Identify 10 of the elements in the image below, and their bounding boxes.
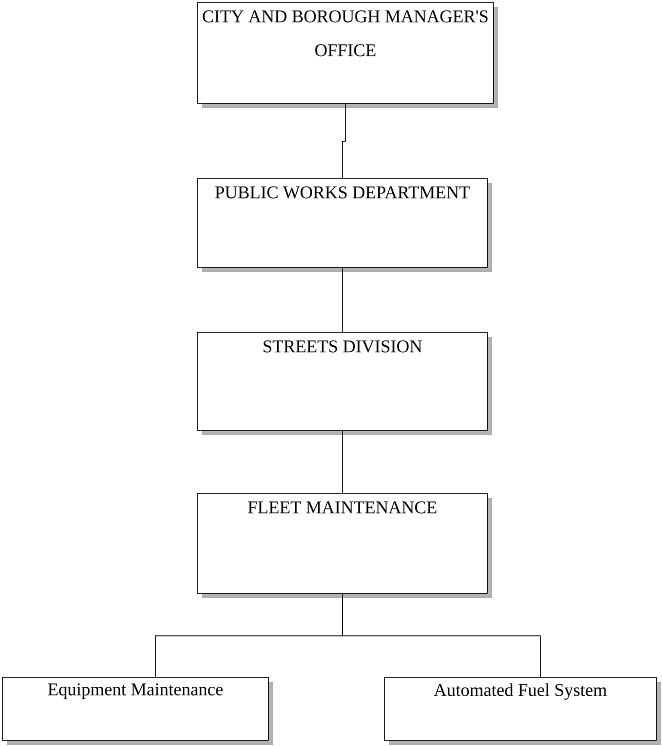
org-box: FLEET MAINTENANCE: [197, 493, 492, 598]
connector-line: [342, 593, 541, 678]
connector-line: [342, 267, 343, 332]
connector-line: [342, 103, 346, 178]
connector-line: [342, 430, 343, 494]
org-box: Equipment Maintenance: [2, 677, 273, 745]
org-box: Automated Fuel System: [384, 677, 661, 745]
org-box: PUBLIC WORKS DEPARTMENT: [197, 178, 492, 272]
org-box: STREETS DIVISION: [197, 332, 492, 435]
org-box: CITY AND BOROUGH MANAGER'S OFFICE: [197, 2, 498, 108]
